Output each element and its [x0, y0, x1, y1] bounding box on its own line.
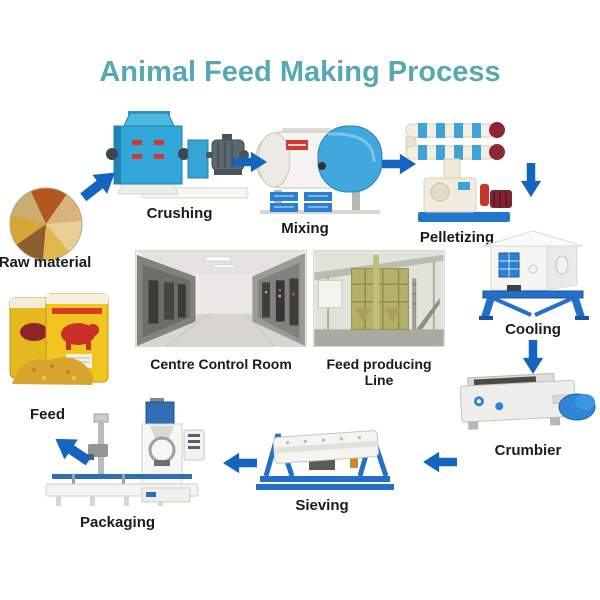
- crumbier-label: Crumbier: [494, 442, 562, 459]
- cooling-machine-illustration: [477, 229, 589, 321]
- crushing-label: Crushing: [146, 205, 213, 222]
- page-title: Animal Feed Making Process: [99, 56, 501, 88]
- pelletizing-label: Pelletizing: [419, 229, 495, 246]
- control-room-label: Centre Control Room: [150, 356, 292, 372]
- arrow-raw-to-crushing-icon: [75, 162, 123, 207]
- pelletizing-machine-illustration: [398, 118, 516, 226]
- feed-label: Feed: [30, 406, 66, 423]
- packaging-label: Packaging: [79, 514, 156, 531]
- crushing-machine-illustration: [102, 110, 252, 202]
- arrow-sieving-to-packaging-icon: [223, 451, 257, 475]
- producing-line-photo: [313, 250, 445, 347]
- sieving-machine-illustration: [254, 414, 399, 494]
- raw-material-photo: [8, 186, 84, 262]
- mixing-label: Mixing: [281, 220, 329, 237]
- arrow-crushing-to-mixing-icon: [233, 150, 267, 174]
- sieving-label: Sieving: [295, 497, 349, 514]
- grain-pie-image: [9, 187, 83, 261]
- cooling-label: Cooling: [505, 321, 561, 338]
- arrow-pelletizing-to-cooling-icon: [519, 163, 543, 197]
- feed-bags-illustration: [4, 290, 116, 390]
- arrow-cooling-to-crumbier-icon: [521, 340, 545, 374]
- arrow-crumbier-to-sieving-icon: [423, 450, 457, 474]
- raw-material-label: Raw material: [0, 254, 92, 271]
- arrow-packaging-to-feed-icon: [48, 428, 96, 472]
- mixing-machine-illustration: [252, 118, 394, 218]
- crumbier-machine-illustration: [449, 371, 597, 437]
- arrow-mixing-to-pelletizing-icon: [382, 152, 416, 176]
- control-room-photo: [135, 250, 307, 347]
- packaging-machine-illustration: [42, 396, 217, 514]
- producing-line-label: Feed producing Line: [326, 356, 432, 388]
